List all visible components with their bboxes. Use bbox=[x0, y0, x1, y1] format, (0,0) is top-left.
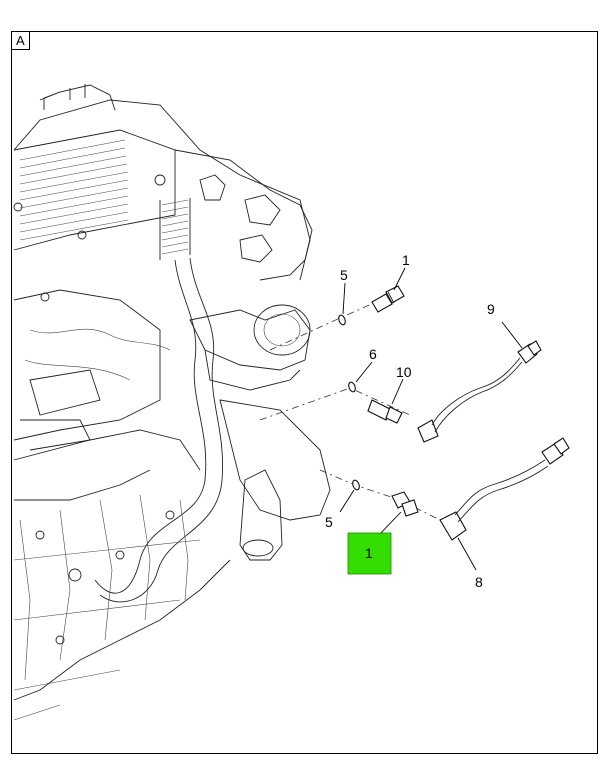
callout-5-bottom: 5 bbox=[325, 514, 333, 530]
leader-1-top bbox=[393, 267, 406, 291]
view-label: A bbox=[11, 31, 30, 50]
seal-ring-part-5-top bbox=[338, 314, 346, 326]
sensor-part-10 bbox=[367, 399, 403, 424]
leader-6 bbox=[355, 361, 373, 383]
harness-part-9 bbox=[417, 340, 542, 443]
diagram-border bbox=[11, 31, 598, 754]
seal-ring-part-5-bottom bbox=[352, 479, 360, 491]
callout-8: 8 bbox=[475, 574, 483, 590]
sensor-part-1-top bbox=[371, 285, 405, 313]
leader-9 bbox=[501, 321, 523, 349]
assembly-line-bottom bbox=[319, 469, 451, 526]
callout-5-top: 5 bbox=[340, 267, 348, 283]
highlighted-callout-1-text: 1 bbox=[365, 545, 373, 561]
engine-assembly-illustration bbox=[13, 84, 331, 721]
callout-1-top: 1 bbox=[402, 252, 410, 268]
callout-10: 10 bbox=[396, 364, 412, 380]
leader-5-bottom bbox=[339, 489, 355, 513]
view-label-text: A bbox=[16, 33, 25, 48]
assembly-line-middle bbox=[259, 387, 411, 421]
leader-1-bottom bbox=[377, 511, 402, 537]
callout-6: 6 bbox=[369, 346, 377, 362]
leader-5-top bbox=[342, 282, 346, 315]
harness-part-8 bbox=[439, 437, 570, 541]
callout-9: 9 bbox=[487, 301, 495, 317]
leader-8 bbox=[457, 537, 477, 571]
leader-10 bbox=[391, 378, 404, 405]
highlighted-callout-1[interactable]: 1 bbox=[347, 532, 392, 575]
seal-ring-part-6 bbox=[348, 381, 356, 393]
sensor-part-1-bottom bbox=[391, 491, 419, 517]
